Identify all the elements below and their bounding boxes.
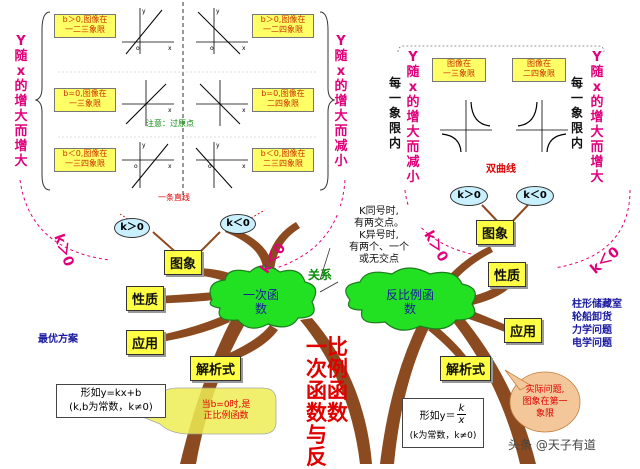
- right-topic-expression: 解析式: [440, 356, 492, 381]
- right-topic-property: 性质: [488, 262, 527, 287]
- left-cloud-shape: [209, 265, 317, 329]
- graph-b-zero-k-pos: x: [122, 80, 174, 126]
- relation-text: K同号时, 有两交点。 K异号时, 有两个、一个 或无交点: [338, 206, 420, 266]
- graph-hyperbola-24: [516, 100, 568, 153]
- svg-text:x: x: [168, 107, 172, 114]
- label-b-zero-right: b=0,图像在 二四象限: [252, 88, 314, 112]
- k-neg-oval-right: k＜0: [516, 186, 554, 206]
- left-topic-expression: 解析式: [190, 356, 242, 381]
- graph-hyperbola-13: [440, 100, 492, 153]
- right-inner-right: 每一象限内: [570, 76, 583, 150]
- label-hyperbola-13: 图像在 一三象限: [432, 58, 486, 82]
- relation-label: 关系: [308, 268, 333, 282]
- svg-text:o: o: [210, 45, 214, 52]
- svg-text:y: y: [142, 142, 146, 149]
- graph-b-zero-k-neg: x: [196, 80, 248, 126]
- right-topic-application: 应用: [504, 318, 543, 343]
- left-topic-image: 图象: [164, 250, 203, 275]
- best-plan: 最优方案: [38, 334, 78, 345]
- right-cloud-shape: [345, 267, 476, 331]
- graph-b-neg-k-pos: o x y: [122, 142, 174, 189]
- svg-text:o: o: [134, 163, 138, 170]
- svg-text:x: x: [242, 45, 246, 52]
- label-b-neg-right: b＜0,图像在 二三四象限: [252, 148, 314, 172]
- note-straight-line: 一条直线: [158, 193, 190, 202]
- application-list: 柱形储藏室轮船卸货力学问题电学问题: [572, 299, 622, 349]
- svg-text:x: x: [242, 107, 246, 114]
- left-topic-property: 性质: [126, 286, 165, 311]
- linear-function-cloud: 一次函 数: [242, 288, 279, 316]
- svg-text:o: o: [208, 163, 212, 170]
- label-b-pos-left: b＞0,图像在 一二三象限: [54, 14, 116, 38]
- svg-text:y: y: [216, 8, 220, 15]
- inverse-function-cloud: 反比例函 数: [385, 288, 434, 316]
- svg-text:x: x: [168, 45, 172, 52]
- svg-text:o: o: [136, 45, 140, 52]
- real-problem-bubble: 实际问题, 图象在第一 象限: [522, 385, 568, 419]
- proportional-bubble: 当b=0时,是 正比例函数: [201, 400, 251, 421]
- svg-text:x: x: [168, 163, 172, 170]
- label-b-pos-right: b＞0,图像在 一二四象限: [252, 14, 314, 38]
- k-pos-oval-right: k＞0: [450, 186, 488, 206]
- note-origin: 注意：过原点: [146, 119, 194, 128]
- graph-b-neg-k-neg: o x y: [195, 142, 248, 189]
- label-b-zero-left: b=0,图像在 一三象限: [54, 88, 116, 112]
- watermark: 头条 @天子有道: [508, 438, 596, 452]
- label-hyperbola-24: 图像在 二四象限: [512, 58, 566, 82]
- right-topic-image: 图象: [476, 220, 515, 245]
- linear-formula-box: 形如y=kx+b (k,b为常数，k≠0): [56, 384, 166, 418]
- label-b-neg-left: b＜0,图像在 一三四象限: [54, 148, 116, 172]
- graph-b-pos-k-neg: o x y: [196, 8, 248, 55]
- center-title: 一次函数与反比例函数: [306, 334, 348, 469]
- svg-text:y: y: [216, 142, 220, 149]
- inverse-formula-box: 形如y＝ k x (k为常数，k≠0): [402, 398, 484, 448]
- hyperbola-label: 双曲线: [486, 164, 516, 175]
- k-neg-oval-left: k＜0: [220, 214, 256, 234]
- k-pos-oval-left: k＞0: [114, 218, 150, 238]
- right-inner-left: 每一象限内: [388, 76, 401, 150]
- left-topic-application: 应用: [126, 330, 165, 355]
- svg-text:x: x: [242, 163, 246, 170]
- graph-b-pos-k-pos: o x y: [122, 8, 174, 55]
- svg-text:y: y: [142, 8, 146, 15]
